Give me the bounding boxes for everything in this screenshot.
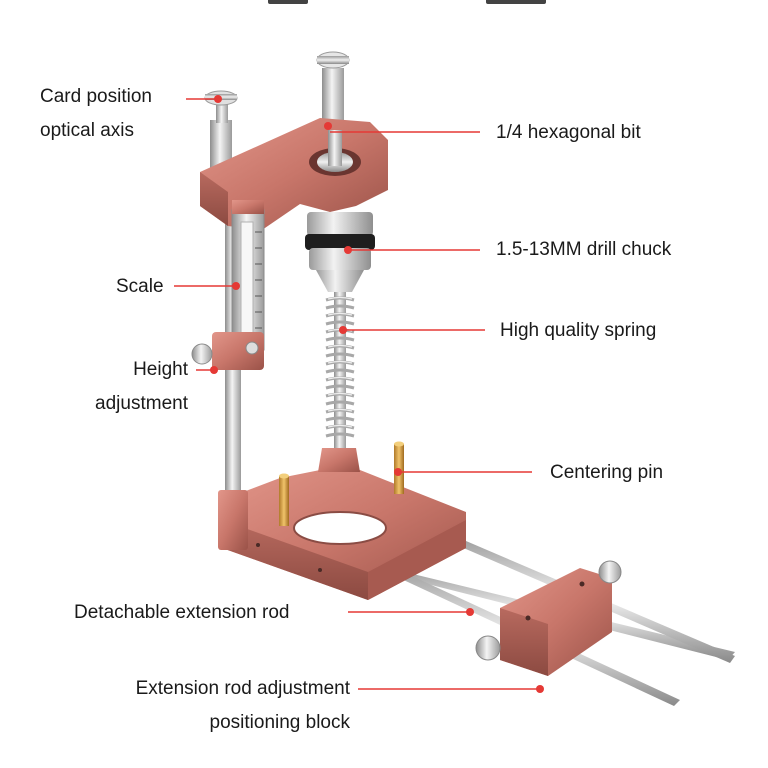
label-extension-rod: Detachable extension rod: [74, 602, 290, 623]
callout-lines: [174, 98, 540, 690]
label-card-position-line2: optical axis: [40, 120, 134, 141]
label-centering-pin: Centering pin: [550, 462, 664, 483]
label-scale: Scale: [116, 276, 164, 297]
label-adjustment-block-line1: Extension rod adjustment: [135, 678, 350, 699]
label-card-position-line1: Card position: [40, 86, 152, 107]
scale-bracket: [231, 200, 265, 351]
label-height-adjustment-line2: adjustment: [95, 393, 188, 414]
label-height-adjustment-line1: Height: [133, 359, 188, 380]
label-card-position: Card position optical axis: [40, 80, 152, 148]
label-hexagonal-bit: 1/4 hexagonal bit: [496, 122, 641, 143]
cropped-heading-fragment: [486, 0, 546, 4]
drill-chuck: [305, 212, 375, 292]
adjustment-block: [475, 560, 622, 676]
label-spring: High quality spring: [500, 320, 657, 341]
spring: [325, 292, 355, 452]
cropped-heading-fragment: [268, 0, 308, 4]
label-adjustment-block-line2: positioning block: [209, 712, 350, 733]
label-adjustment-block: Extension rod adjustment positioning blo…: [68, 672, 350, 740]
label-height-adjustment: Height adjustment: [60, 353, 188, 421]
callout-dots: [210, 95, 544, 693]
label-drill-chuck: 1.5-13MM drill chuck: [496, 239, 672, 260]
base-plate: [218, 448, 466, 600]
height-collar: [191, 332, 264, 370]
